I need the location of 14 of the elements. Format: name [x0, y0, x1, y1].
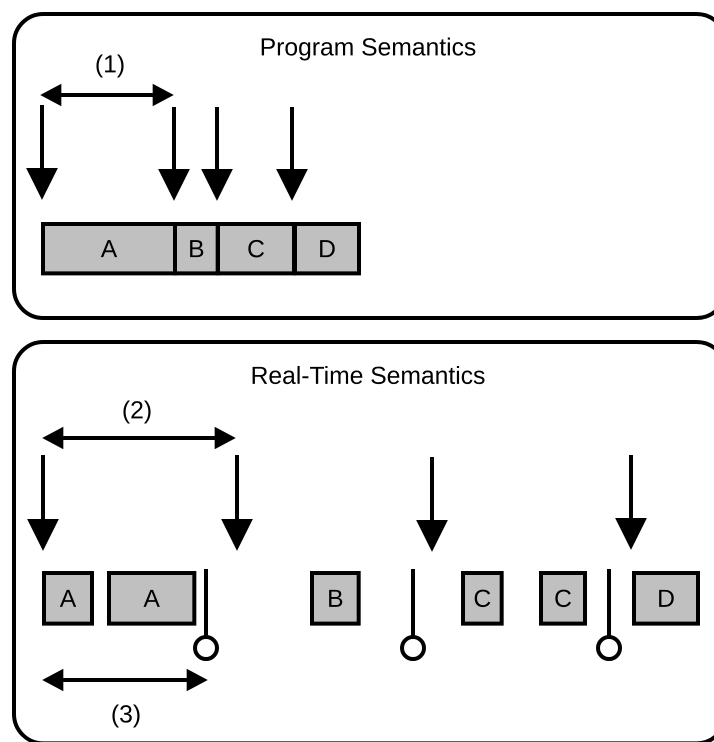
block: B: [173, 222, 220, 276]
block: D: [632, 571, 700, 626]
dimension-label: (3): [112, 704, 140, 728]
dimension-label: (1): [96, 54, 124, 78]
panel-title: Real-Time Semantics: [252, 366, 484, 384]
block: B: [310, 571, 361, 626]
block: C: [216, 222, 296, 276]
block: C: [539, 571, 587, 626]
panel-title: Program Semantics: [262, 38, 476, 60]
block: A: [107, 571, 196, 626]
block: A: [42, 571, 94, 626]
block: C: [461, 571, 504, 626]
block: D: [293, 222, 361, 276]
dimension-label: (2): [123, 400, 151, 424]
